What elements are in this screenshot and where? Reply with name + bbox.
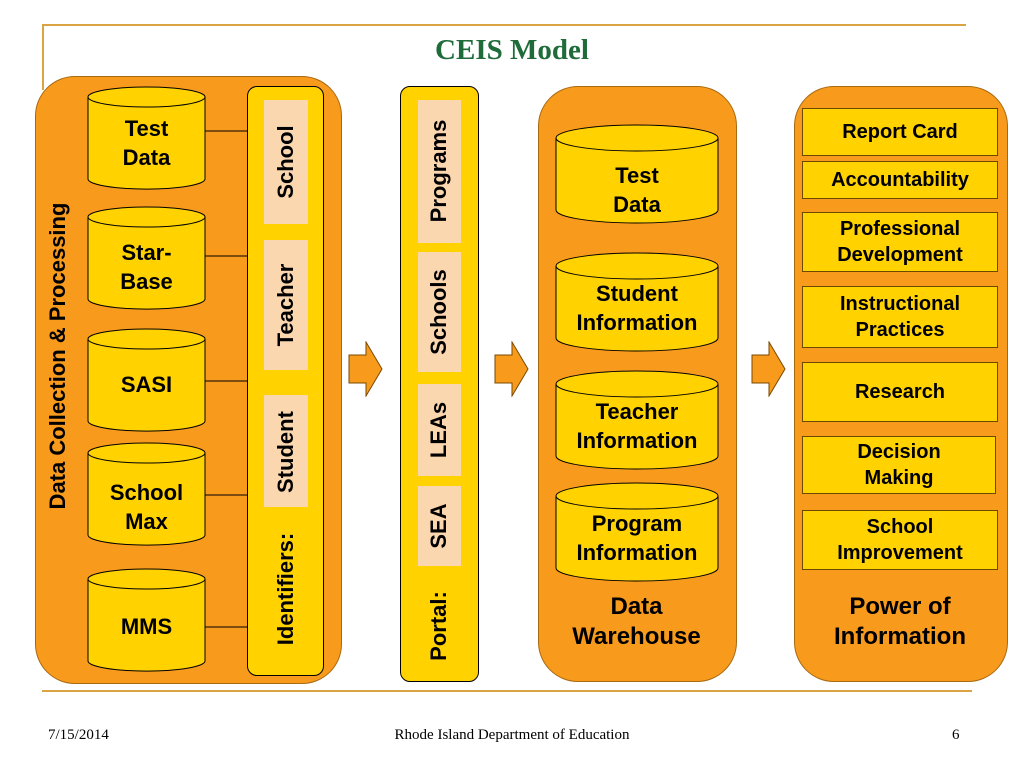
store-label: Program Information bbox=[576, 511, 698, 565]
identifier-school: School bbox=[273, 125, 298, 199]
arrow-icon bbox=[348, 341, 383, 397]
power-item-accountability: Accountability bbox=[802, 161, 998, 199]
identifier-student: Student bbox=[273, 411, 298, 493]
warehouse-label: Data Warehouse bbox=[572, 593, 701, 650]
arrow-icon bbox=[751, 341, 786, 397]
portal-label: Portal: bbox=[426, 591, 451, 661]
source-cylinder-sasi: SASI bbox=[87, 328, 206, 432]
power-item-decision-making: Decision Making bbox=[802, 436, 996, 494]
left-rule bbox=[42, 24, 44, 90]
identifier-pill-teacher bbox=[264, 240, 308, 370]
bottom-rule bbox=[42, 690, 972, 692]
warehouse-cylinder-student: Student Information bbox=[555, 252, 719, 352]
top-rule bbox=[42, 24, 966, 26]
source-label: MMS bbox=[120, 614, 173, 639]
source-label: School Max bbox=[109, 480, 184, 534]
portal-item-schools: Schools bbox=[426, 269, 451, 355]
identifier-teacher: Teacher bbox=[273, 263, 298, 347]
warehouse-cylinder-test-data: Test Data bbox=[555, 124, 719, 224]
store-label: Student Information bbox=[576, 281, 698, 335]
identifiers-bar bbox=[247, 86, 324, 676]
portal-pill-sea bbox=[418, 486, 461, 566]
portal-pill-schools bbox=[418, 252, 461, 372]
portal-pill-programs bbox=[418, 100, 461, 243]
store-label: Test Data bbox=[613, 163, 661, 217]
power-label: Power of Information bbox=[834, 593, 966, 650]
power-item-report-card: Report Card bbox=[802, 108, 998, 156]
source-cylinder-star-base: Star-Base bbox=[87, 206, 206, 310]
power-item-research: Research bbox=[802, 362, 998, 422]
identifier-pill-school bbox=[264, 100, 308, 224]
warehouse-cylinder-teacher: Teacher Information bbox=[555, 370, 719, 470]
footer-page-number: 6 bbox=[952, 727, 960, 743]
footer-date: 7/15/2014 bbox=[48, 727, 109, 743]
source-cylinder-school-max: School Max bbox=[87, 442, 206, 546]
source-cylinder-mms: MMS bbox=[87, 568, 206, 672]
page-title: CEIS Model bbox=[435, 34, 589, 66]
power-item-instructional-practices: Instructional Practices bbox=[802, 286, 998, 348]
source-label: Test Data bbox=[122, 116, 171, 170]
portal-item-programs: Programs bbox=[426, 119, 451, 223]
footer-org: Rhode Island Department of Education bbox=[394, 727, 630, 743]
identifiers-label: Identifiers: bbox=[273, 532, 298, 646]
source-label: SASI bbox=[120, 372, 173, 397]
power-item-professional-development: Professional Development bbox=[802, 212, 998, 272]
store-label: Teacher Information bbox=[576, 399, 698, 453]
arrow-icon bbox=[494, 341, 529, 397]
identifier-pill-student bbox=[264, 395, 308, 507]
power-item-school-improvement: School Improvement bbox=[802, 510, 998, 570]
source-label: Star-Base bbox=[120, 240, 173, 294]
portal-pill-leas bbox=[418, 384, 461, 476]
warehouse-cylinder-program: Program Information bbox=[555, 482, 719, 582]
source-cylinder-test-data: Test Data bbox=[87, 86, 206, 190]
